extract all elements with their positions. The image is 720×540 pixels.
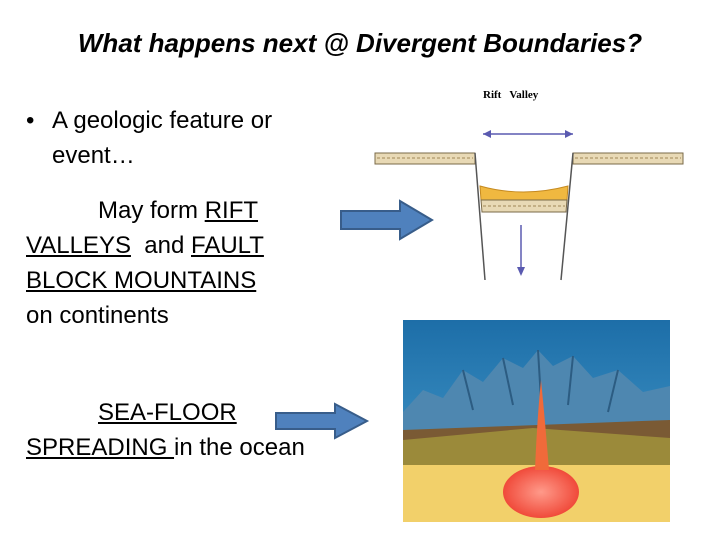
rift-valley-label: Rift Valley	[483, 89, 539, 101]
rift-text: RIFT	[204, 197, 259, 224]
right-arrow-icon	[275, 402, 370, 440]
right-arrow-icon	[340, 199, 434, 241]
sea-floor-word: SEA-FLOOR	[98, 399, 237, 426]
rift-valley-diagram: Rift Valley	[355, 80, 695, 300]
may-form-text: May form	[98, 197, 205, 224]
slide-title: What happens next @ Divergent Boundaries…	[77, 28, 643, 58]
and-text: and	[130, 232, 191, 259]
bullet-dot: •	[26, 107, 35, 134]
rift-valley-illustration	[374, 130, 684, 281]
sea-floor-text: SEA-FLOOR SPREADING in the ocean	[26, 395, 326, 465]
in-the-ocean-text: in the ocean	[174, 434, 305, 461]
fault-text: FAULT	[191, 232, 264, 259]
bullet-text: A geologic feature or event…	[52, 107, 273, 169]
bullet-item: • A geologic feature or event…	[26, 103, 346, 173]
spreading-word: SPREADING	[26, 434, 175, 461]
on-continents-text: on continents	[26, 302, 169, 329]
sea-floor-spreading-illustration	[403, 320, 670, 522]
block-mountains-text: BLOCK MOUNTAINS	[26, 267, 257, 294]
valleys-text: VALLEYS	[26, 232, 131, 259]
rift-valley-text: May form RIFT VALLEYS and FAULT BLOCK MO…	[26, 193, 326, 333]
